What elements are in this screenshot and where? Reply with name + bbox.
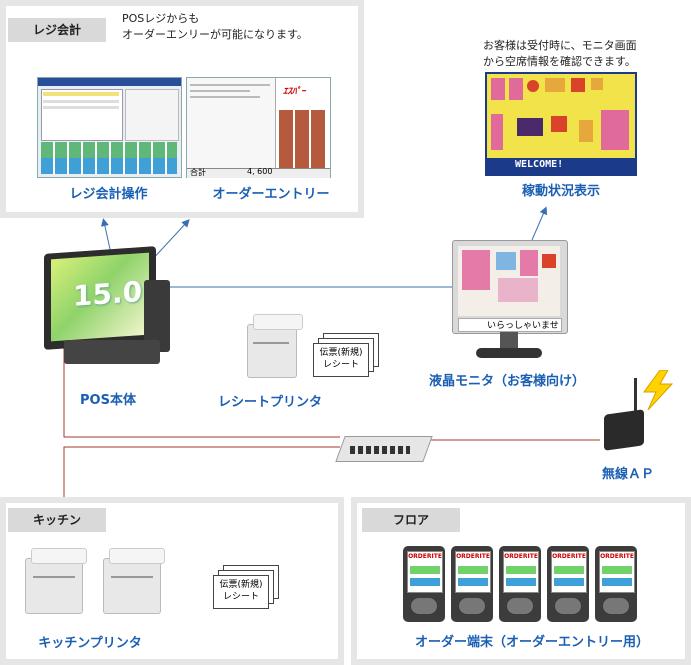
register-note-line1: POSレジからも (122, 12, 200, 25)
order-total-label: 合計 (190, 168, 206, 177)
receipt-slip-icon: 伝票(新規) レシート (313, 333, 383, 377)
wire-pos-hub (63, 345, 340, 438)
terminal-brand-text: ORDERITE (552, 553, 586, 560)
terminal-brand-text: ORDERITE (456, 553, 490, 560)
register-operation-screen (37, 77, 182, 178)
kitchen-printer-label: キッチンプリンタ (38, 636, 142, 651)
network-hub-icon (335, 428, 433, 464)
wireless-ap-label: 無線ＡＰ (601, 467, 654, 482)
customer-monitor-label: 液晶モニタ（お客様向け） (428, 374, 585, 389)
pos-screen-text: 15.0 (73, 275, 143, 313)
kitchen-printer-icon-1 (25, 548, 87, 616)
receipt-printer-icon (247, 314, 305, 378)
receipt-slip-line2: レシート (322, 360, 359, 370)
order-terminal-row: ORDERITE ORDERITE ORDERITE ORDERITE ORDERITE (403, 546, 643, 624)
kitchen-slip-line2: レシート (222, 592, 259, 602)
arrow-to-order-screen (149, 219, 190, 263)
register-operation-label: レジ会計操作 (69, 187, 148, 202)
order-total-value: 4, 600 (247, 167, 273, 176)
pos-label: POS本体 (80, 393, 136, 408)
customer-monitor-icon: いらっしゃいませ (452, 240, 568, 364)
register-note-line2: オーダーエンリーが可能になります。 (122, 28, 308, 41)
status-note-line1: お客様は受付時に、モニタ画面 (483, 39, 637, 52)
wire-hub-kitchen (63, 446, 340, 497)
terminal-brand-text: ORDERITE (600, 553, 634, 560)
order-entry-label: オーダーエントリー (212, 187, 330, 202)
order-terminal-icon: ORDERITE (451, 546, 493, 622)
wireless-ap-icon (598, 370, 678, 452)
receipt-printer-label: レシートプリンタ (217, 395, 322, 410)
order-terminal-icon: ORDERITE (499, 546, 541, 622)
status-display-label: 稼動状況表示 (521, 184, 600, 199)
order-terminal-icon: ORDERITE (595, 546, 637, 622)
kitchen-slip-line1: 伝票(新規) (219, 580, 263, 590)
status-note-line2: から空席情報を確認できます。 (483, 55, 636, 68)
receipt-slip-line1: 伝票(新規) (319, 348, 363, 358)
terminal-brand-text: ORDERITE (408, 553, 442, 560)
order-terminal-icon: ORDERITE (547, 546, 589, 622)
pos-terminal-icon: 15.0 (44, 246, 172, 372)
status-display-screen: WELCOME! (485, 72, 637, 176)
register-tag: レジ会計 (8, 18, 106, 42)
welcome-text: WELCOME! (515, 159, 564, 170)
order-terminal-icon: ORDERITE (403, 546, 445, 622)
terminal-brand-text: ORDERITE (504, 553, 538, 560)
order-terminal-label: オーダー端末（オーダーエントリー用） (414, 635, 649, 650)
kitchen-printer-icon-2 (103, 548, 165, 616)
arrow-to-status-display (531, 206, 548, 241)
floor-tag: フロア (362, 508, 460, 532)
kitchen-slip-icon: 伝票(新規) レシート (213, 565, 283, 609)
monitor-screen-text: いらっしゃいませ (487, 321, 559, 331)
kitchen-tag: キッチン (8, 508, 106, 532)
lightning-icon (643, 370, 674, 410)
order-entry-screen: ｴｽﾊﾟｰ 合計 4, 600 (186, 77, 331, 178)
